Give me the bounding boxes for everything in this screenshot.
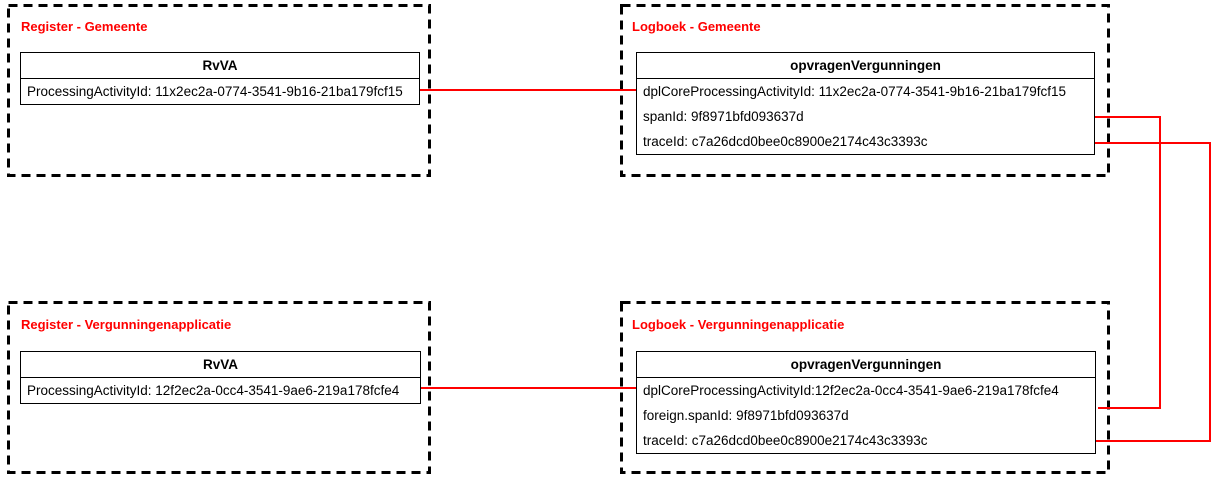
table-row: traceId: c7a26dcd0bee0c8900e2174c43c3393…	[643, 433, 928, 448]
dashed-boundary-register-vergunningenapplicatie	[7, 301, 431, 474]
dashed-boundary-logboek-vergunningenapplicatie	[620, 301, 1110, 474]
table-row: ProcessingActivityId: 11x2ec2a-0774-3541…	[27, 84, 403, 99]
group-title-logboek-vergunningenapplicatie: Logboek - Vergunningenapplicatie	[632, 317, 845, 332]
table-header: RvVA	[21, 53, 419, 79]
group-title-register-gemeente: Register - Gemeente	[21, 19, 148, 34]
connector-spanid-foreign-spanid	[1095, 116, 1161, 409]
dashed-boundary-logboek-gemeente	[620, 4, 1110, 177]
table-header: opvragenVergunningen	[637, 352, 1095, 378]
table-row: spanId: 9f8971bfd093637d	[643, 109, 804, 124]
group-title-register-vergunningenapplicatie: Register - Vergunningenapplicatie	[21, 317, 232, 332]
table-row: dplCoreProcessingActivityId: 11x2ec2a-07…	[643, 84, 1067, 99]
group-title-logboek-gemeente: Logboek - Gemeente	[632, 19, 761, 34]
table-opvragenvergunningen-vergunningenapplicatie: opvragenVergunningen dplCoreProcessingAc…	[636, 351, 1096, 454]
connector-traceid-traceid	[1095, 142, 1211, 442]
table-row: traceId: c7a26dcd0bee0c8900e2174c43c3393…	[643, 134, 928, 149]
table-header: RvVA	[21, 352, 420, 378]
table-row: dplCoreProcessingActivityId:12f2ec2a-0cc…	[643, 383, 1059, 398]
table-opvragenvergunningen-gemeente: opvragenVergunningen dplCoreProcessingAc…	[636, 52, 1095, 155]
table-rvva-vergunningenapplicatie: RvVA ProcessingActivityId: 12f2ec2a-0cc4…	[20, 351, 421, 404]
table-row: foreign.spanId: 9f8971bfd093637d	[643, 408, 849, 423]
table-row: ProcessingActivityId: 12f2ec2a-0cc4-3541…	[27, 383, 400, 398]
table-rvva-gemeente: RvVA ProcessingActivityId: 11x2ec2a-0774…	[20, 52, 420, 105]
table-header: opvragenVergunningen	[637, 53, 1094, 79]
dashed-boundary-register-gemeente	[7, 4, 431, 177]
